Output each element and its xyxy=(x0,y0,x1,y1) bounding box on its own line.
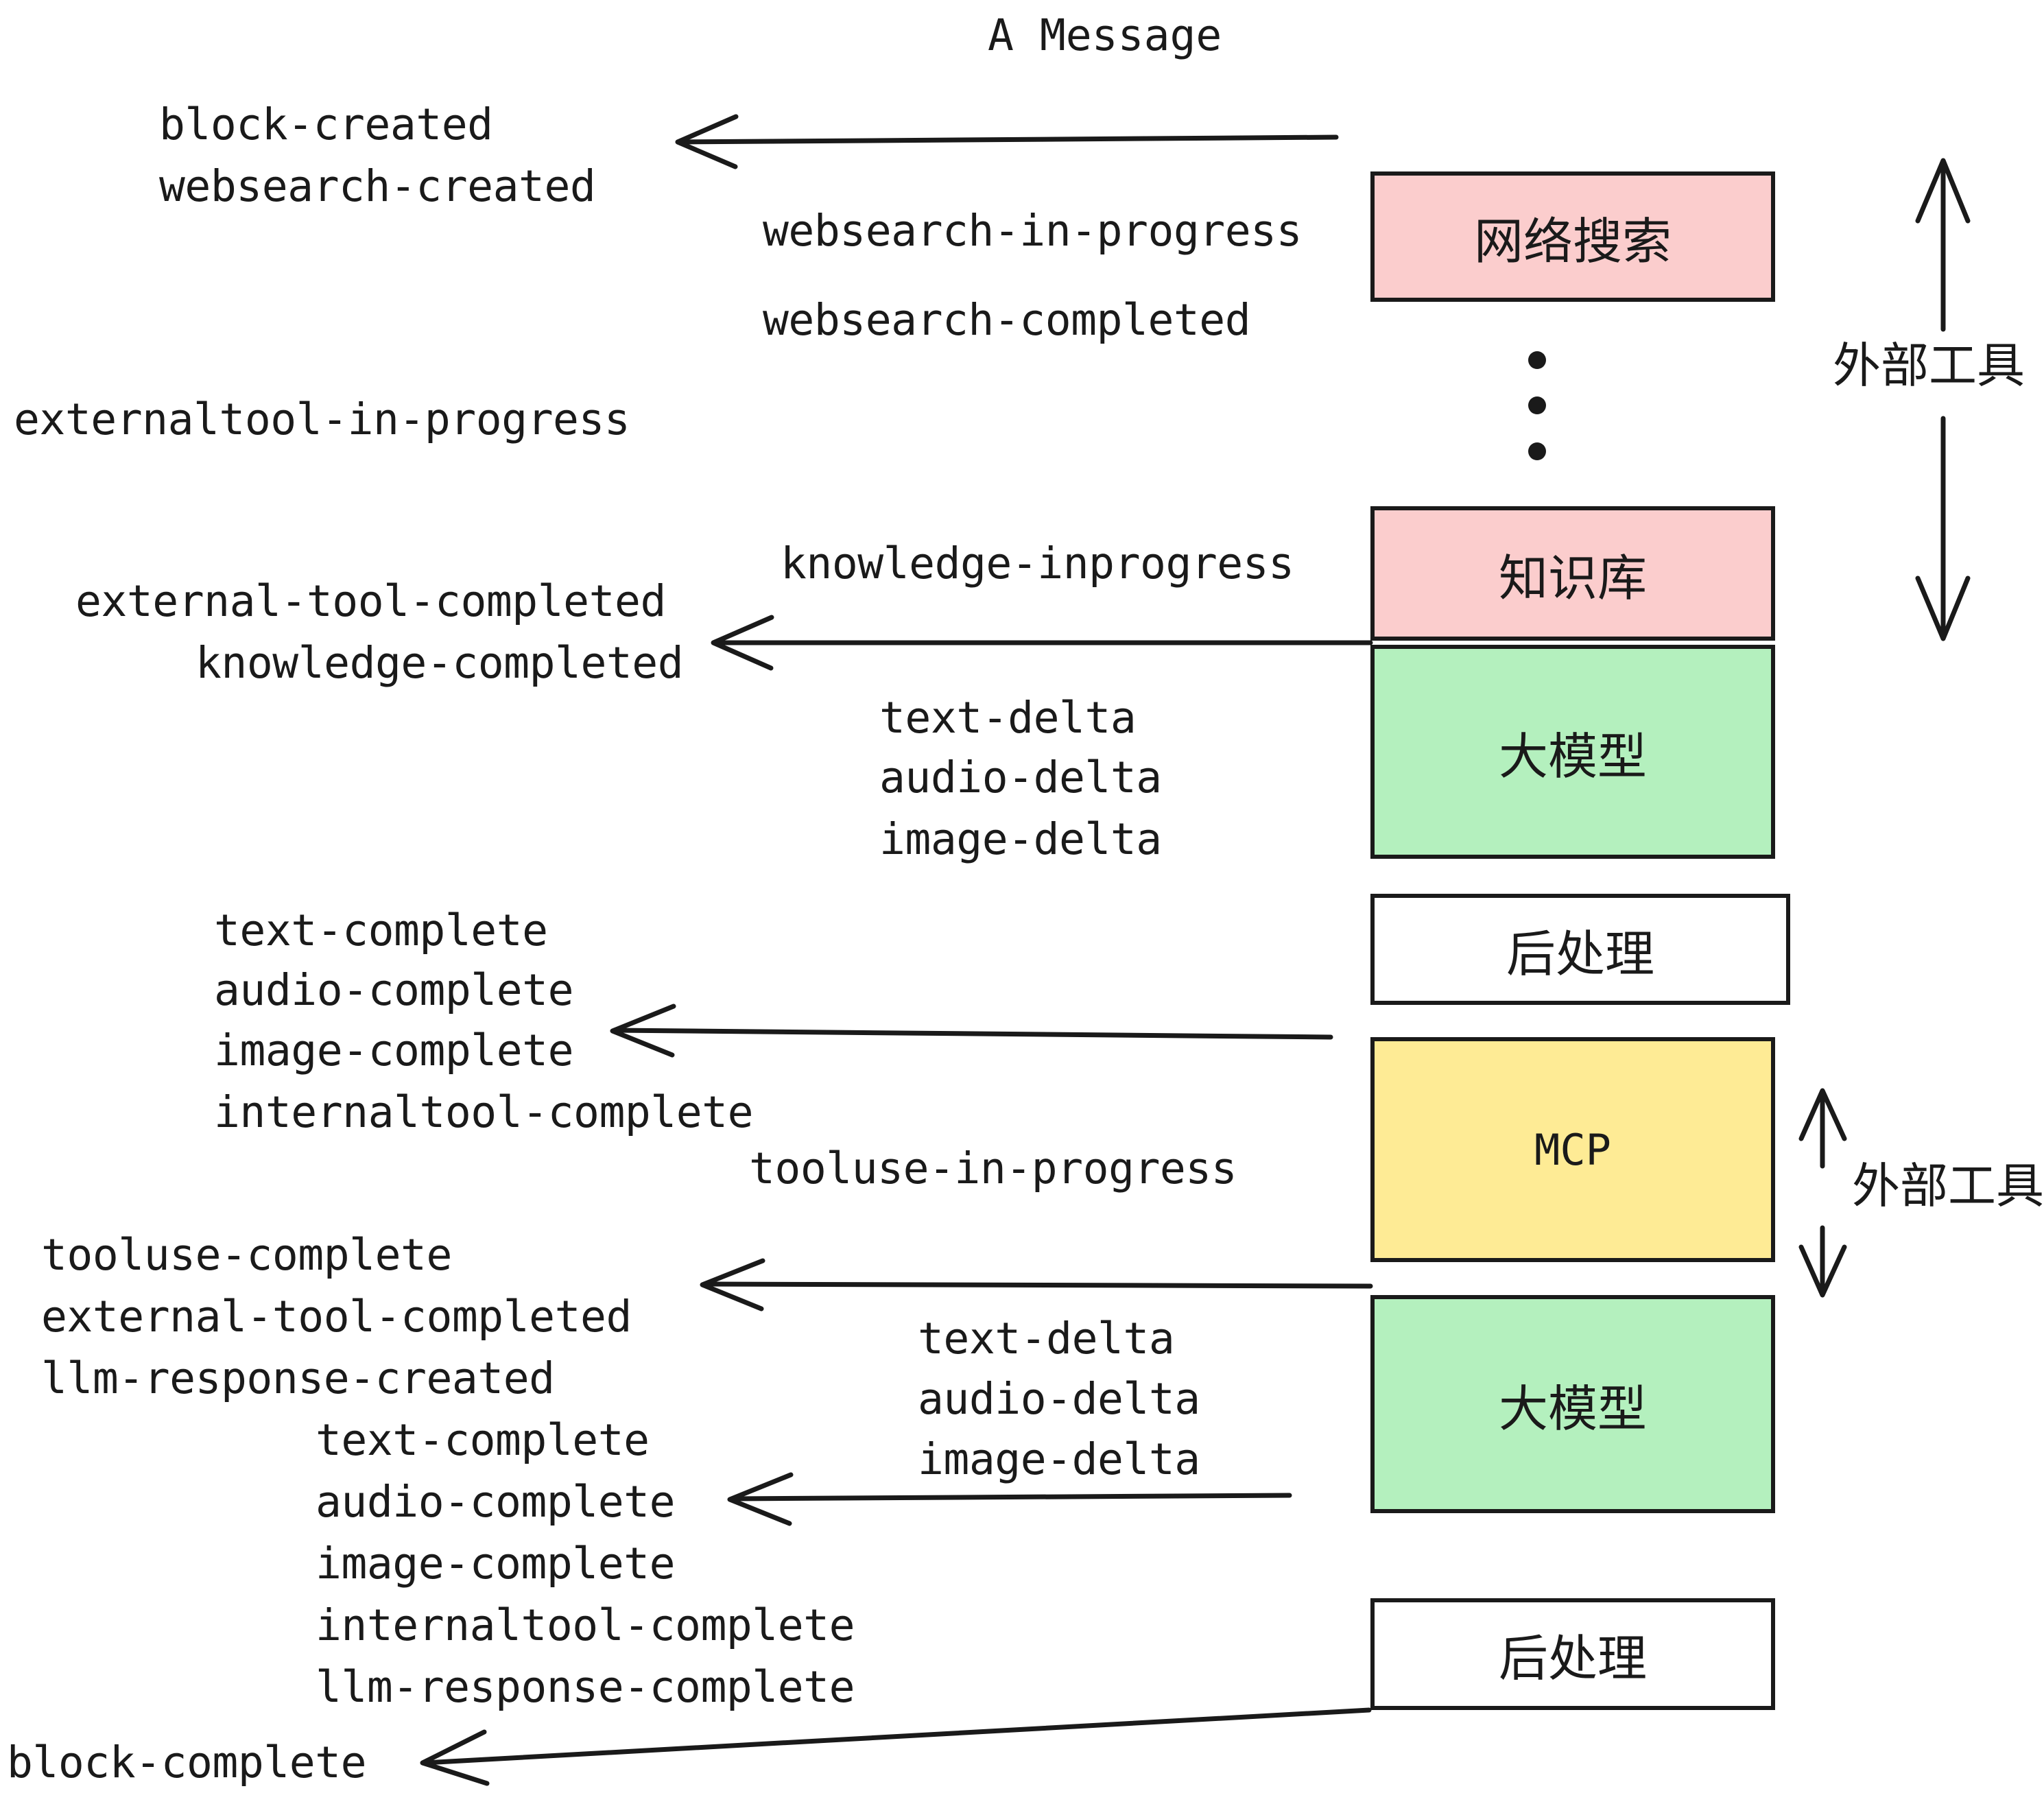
event-tooluse-in-progress: tooluse-in-progress xyxy=(749,1143,1237,1194)
side-label-external-tools-bottom: 外部工具 xyxy=(1852,1158,2044,1214)
node-knowledge[interactable]: 知识库 xyxy=(1370,506,1775,641)
event-image-complete-2: image-complete xyxy=(316,1539,676,1589)
event-text-complete-1: text-complete xyxy=(214,905,548,956)
double-arrow-external-tools-top xyxy=(1915,158,1971,641)
ellipsis-dot-3 xyxy=(1528,442,1546,460)
node-post-processing-bottom-label: 后处理 xyxy=(1498,1630,1647,1687)
side-label-external-tools-top: 外部工具 xyxy=(1833,337,2025,394)
ellipsis-dot-1 xyxy=(1528,351,1546,369)
event-external-tool-completed-2: external-tool-completed xyxy=(41,1292,632,1342)
event-external-tool-completed-1: external-tool-completed xyxy=(75,576,666,626)
event-knowledge-inprogress: knowledge-inprogress xyxy=(781,538,1294,589)
node-post-processing-top-label: 后处理 xyxy=(1506,925,1654,983)
event-block-created: block-created xyxy=(159,99,493,150)
arrow-post-to-image-complete xyxy=(610,1004,1333,1058)
node-llm-bottom[interactable]: 大模型 xyxy=(1370,1295,1775,1513)
double-arrow-external-tools-bottom xyxy=(1798,1088,1847,1298)
node-llm-bottom-label: 大模型 xyxy=(1498,1379,1647,1438)
event-image-complete-1: image-complete xyxy=(214,1025,574,1076)
arrow-websearch-to-created xyxy=(675,114,1339,169)
event-websearch-completed: websearch-completed xyxy=(763,295,1251,345)
arrow-knowledge-to-completed xyxy=(711,615,1373,671)
node-llm-top[interactable]: 大模型 xyxy=(1370,645,1775,859)
event-internaltool-complete-1: internaltool-complete xyxy=(214,1087,754,1137)
event-tooluse-complete: tooluse-complete xyxy=(41,1230,452,1280)
event-image-delta-2: image-delta xyxy=(918,1434,1200,1484)
event-externaltool-in-progress: externaltool-in-progress xyxy=(14,394,630,444)
event-llm-response-complete: llm-response-complete xyxy=(316,1662,855,1712)
event-text-complete-2: text-complete xyxy=(316,1415,650,1465)
event-llm-response-created: llm-response-created xyxy=(41,1353,555,1403)
event-audio-delta-1: audio-delta xyxy=(879,752,1162,803)
node-post-processing-top[interactable]: 后处理 xyxy=(1370,894,1790,1005)
event-websearch-in-progress: websearch-in-progress xyxy=(763,206,1303,256)
event-audio-complete-2: audio-complete xyxy=(316,1477,676,1527)
node-websearch[interactable]: 网络搜索 xyxy=(1370,171,1775,302)
node-mcp-label: MCP xyxy=(1534,1124,1611,1175)
node-mcp[interactable]: MCP xyxy=(1370,1037,1775,1262)
node-llm-top-label: 大模型 xyxy=(1498,727,1647,785)
event-websearch-created: websearch-created xyxy=(159,161,596,211)
ellipsis-dot-2 xyxy=(1528,396,1546,414)
event-internaltool-complete-2: internaltool-complete xyxy=(316,1600,855,1650)
event-text-delta-1: text-delta xyxy=(879,693,1137,743)
event-knowledge-completed: knowledge-completed xyxy=(195,638,684,688)
event-block-complete: block-complete xyxy=(7,1737,367,1788)
page-title: A Message xyxy=(988,10,1222,60)
event-audio-delta-2: audio-delta xyxy=(918,1374,1200,1424)
arrow-post-to-block-complete xyxy=(420,1707,1372,1786)
node-websearch-label: 网络搜索 xyxy=(1473,212,1672,270)
event-text-delta-2: text-delta xyxy=(918,1314,1175,1364)
event-image-delta-1: image-delta xyxy=(879,814,1162,864)
event-audio-complete-1: audio-complete xyxy=(214,965,574,1015)
node-knowledge-label: 知识库 xyxy=(1498,549,1647,607)
arrow-mcp-to-tooluse-complete xyxy=(700,1258,1373,1312)
node-post-processing-bottom[interactable]: 后处理 xyxy=(1370,1598,1775,1710)
